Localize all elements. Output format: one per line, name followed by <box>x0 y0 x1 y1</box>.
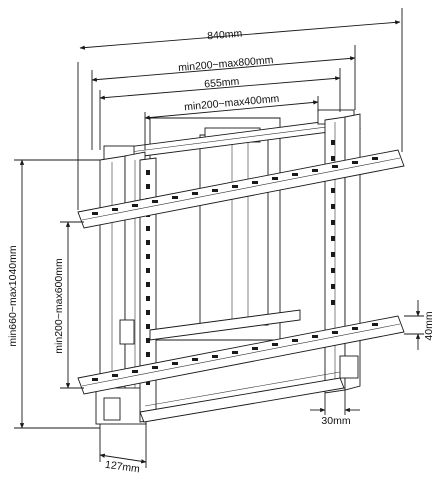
upper-vesa-bar <box>77 149 405 229</box>
label-width-range-outer: min200~max800mm <box>178 54 274 74</box>
wall-plate <box>149 117 281 341</box>
top-crossbar <box>103 109 361 161</box>
dimension-lines <box>14 8 424 468</box>
lower-vesa-bar <box>77 315 405 395</box>
label-inner-width: 655mm <box>204 76 240 91</box>
label-height-range-inner: min200~max600mm <box>53 258 65 354</box>
label-bar-height: 40mm <box>423 311 435 340</box>
label-height-range-outer: min660~max1040mm <box>7 245 19 347</box>
label-rail-width: 30mm <box>321 415 350 427</box>
bottom-crossbar <box>139 371 345 423</box>
wall-mount-frame-drawing <box>77 109 405 425</box>
mid-plate <box>119 309 301 345</box>
label-depth: 127mm <box>104 459 141 476</box>
right-vertical-rail <box>324 113 361 394</box>
label-overall-width: 840mm <box>207 28 243 43</box>
